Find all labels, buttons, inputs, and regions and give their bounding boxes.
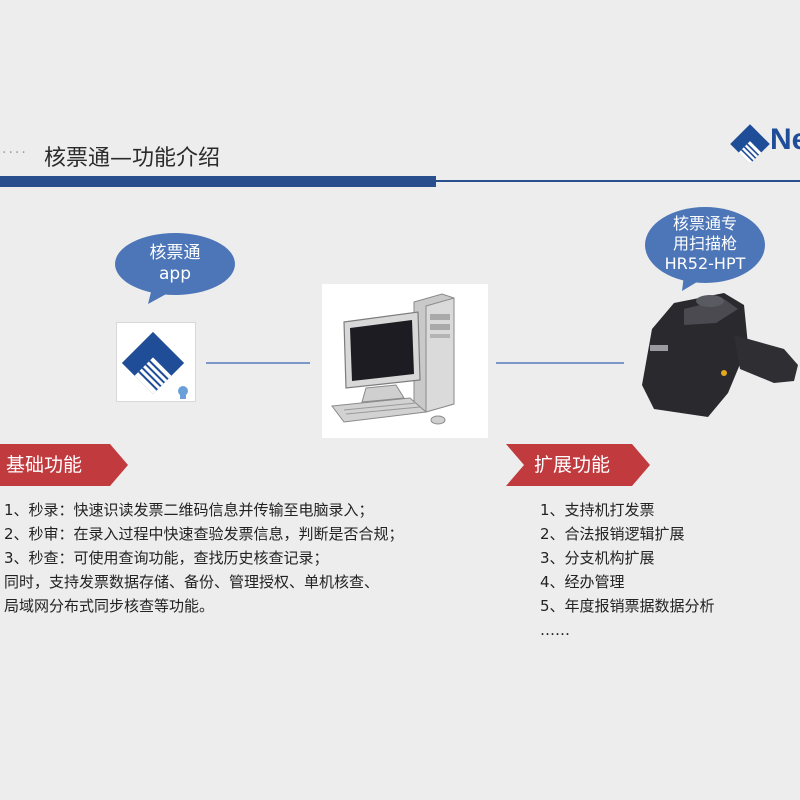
list-item: 局域网分布式同步核查等功能。 (4, 597, 215, 615)
bubble-scanner-line3: HR52-HPT (664, 254, 746, 273)
list-item: 2、合法报销逻辑扩展 (540, 525, 685, 543)
list-item: 5、年度报销票据数据分析 (540, 597, 715, 615)
speech-bubble-scanner (645, 207, 765, 291)
bubble-scanner-line1: 核票通专 (672, 214, 737, 233)
list-item: 1、秒录：快速识读发票二维码信息并传输至电脑录入； (4, 501, 374, 519)
bubble-scanner-text: 核票通专 用扫描枪 HR52-HPT (642, 214, 768, 274)
list-item: 1、支持机打发票 (540, 501, 655, 519)
extended-functions-header: 扩展功能 (506, 444, 650, 486)
page-title: 核票通—功能介绍 (44, 146, 221, 171)
list-item: 2、秒审：在录入过程中快速查验发票信息，判断是否合规； (4, 525, 404, 543)
title-bar (0, 176, 436, 187)
computer-image (322, 284, 488, 438)
bubble-app-text: 核票通 app (112, 243, 238, 285)
app-icon (116, 322, 196, 402)
basic-functions-list: 1、秒录：快速识读发票二维码信息并传输至电脑录入； 2、秒审：在录入过程中快速查… (4, 498, 404, 618)
hepiaotong-app-icon (121, 331, 188, 399)
barcode-scanner-icon (642, 293, 798, 417)
list-item: …… (540, 621, 570, 639)
list-item: 3、秒查：可使用查询功能，查找历史核查记录； (4, 549, 329, 567)
bubble-scanner-line2: 用扫描枪 (672, 234, 737, 253)
extended-functions-list: 1、支持机打发票 2、合法报销逻辑扩展 3、分支机构扩展 4、经办管理 5、年度… (540, 498, 715, 642)
barcode-scanner-image (624, 285, 800, 425)
bubble-app-line1: 核票通 (149, 243, 201, 263)
title-dots: ···· (2, 145, 28, 161)
list-item: 4、经办管理 (540, 573, 625, 591)
list-item: 同时，支持发票数据存储、备份、管理授权、单机核查、 (4, 573, 380, 591)
list-item: 3、分支机构扩展 (540, 549, 655, 567)
company-logo-icon (730, 124, 770, 164)
title-rule (436, 180, 800, 182)
connector-app-computer (206, 362, 310, 364)
bubble-app-line2: app (159, 264, 191, 284)
desktop-computer-icon (331, 293, 455, 425)
connector-computer-scanner (496, 362, 624, 364)
speech-bubble-app (115, 233, 235, 304)
basic-functions-header: 基础功能 (0, 444, 128, 486)
logo-text: Ne (770, 123, 800, 156)
